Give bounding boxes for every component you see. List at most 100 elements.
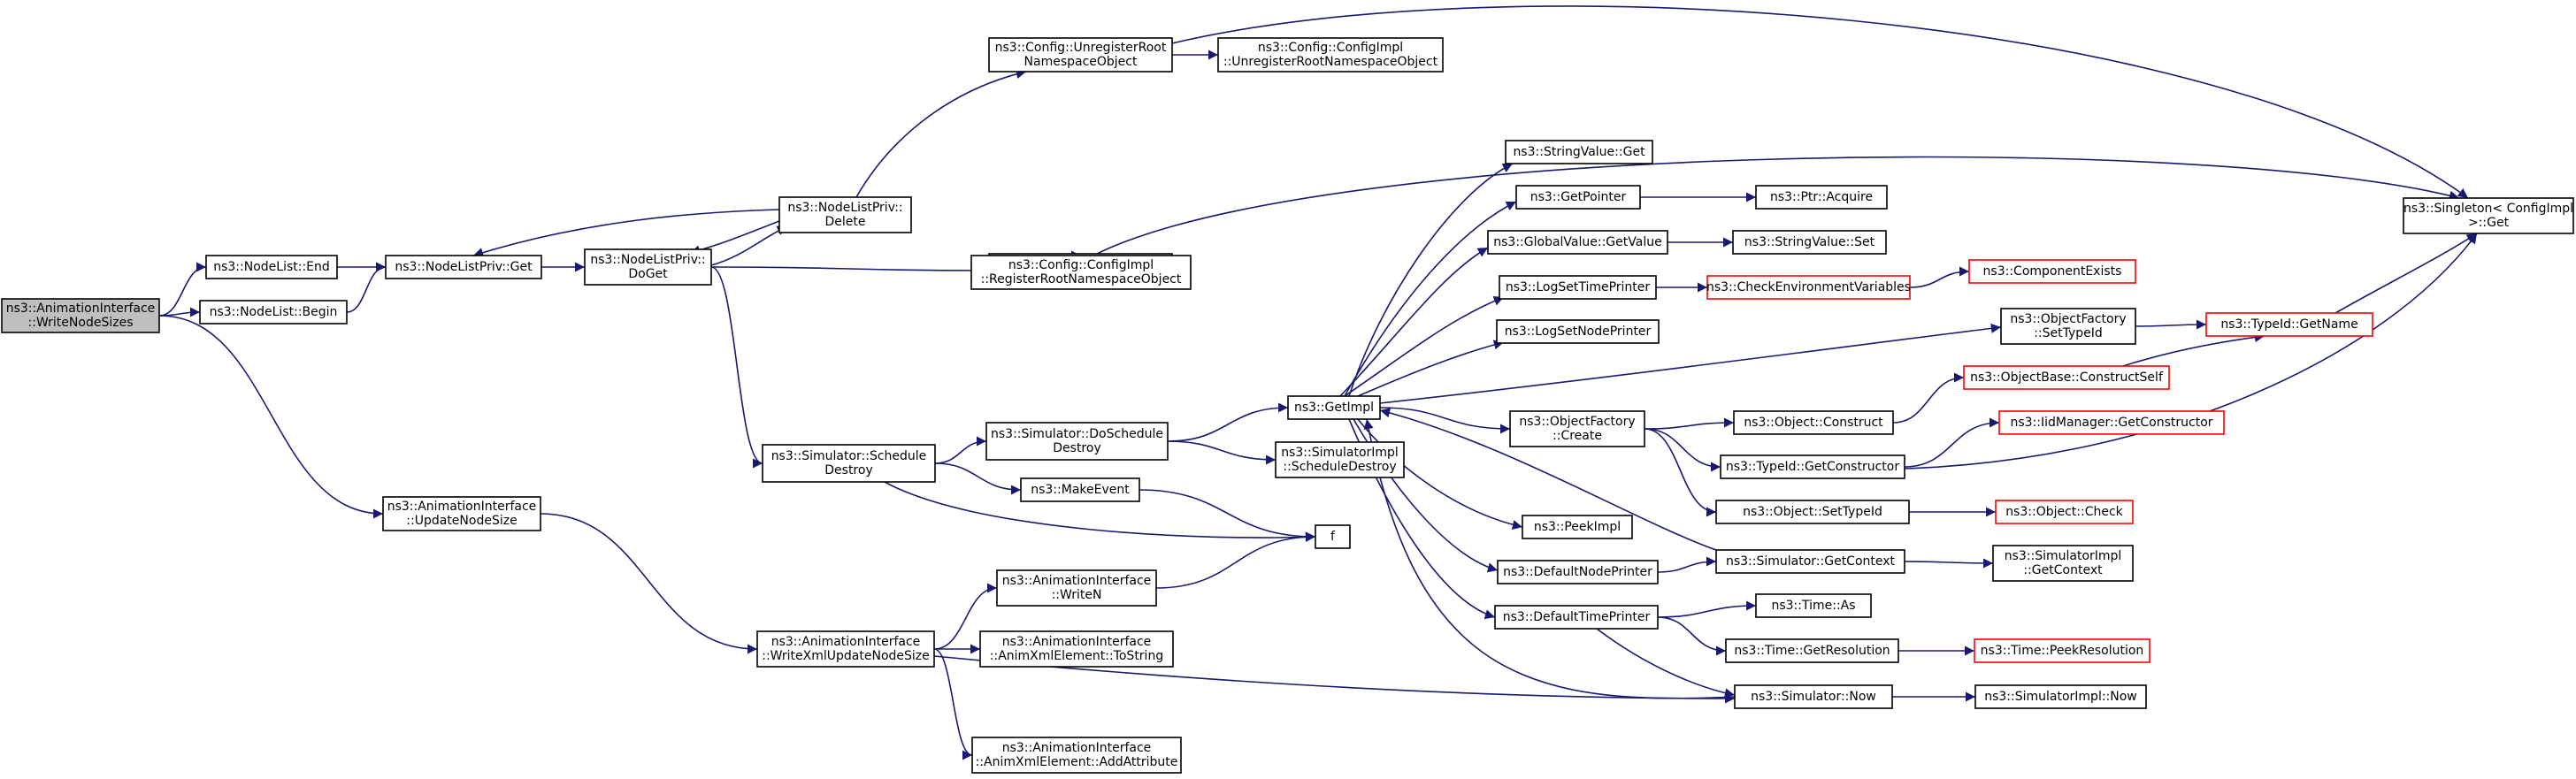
- node-label: Destroy: [824, 463, 872, 477]
- node-animxml_tostring[interactable]: ns3::AnimationInterface::AnimXmlElement:…: [979, 630, 1174, 668]
- node-check_environment_variables[interactable]: ns3::CheckEnvironmentVariables: [1706, 275, 1911, 300]
- edge-get_impl-to-globalvalue_getvalue: [1339, 247, 1489, 397]
- node-object_construct[interactable]: ns3::Object::Construct: [1733, 410, 1894, 435]
- node-box: [1963, 365, 2170, 390]
- node-box: [1715, 500, 1910, 524]
- node-label: ns3::DefaultNodePrinter: [1503, 565, 1652, 579]
- node-box: [1715, 549, 1905, 574]
- node-get_impl[interactable]: ns3::GetImpl: [1287, 395, 1381, 420]
- node-label: ns3::TypeId::GetName: [2220, 317, 2358, 332]
- node-label: ns3::Time::PeekResolution: [1981, 644, 2144, 658]
- node-log_set_node_printer[interactable]: ns3::LogSetNodePrinter: [1496, 319, 1660, 344]
- node-typeid_getname[interactable]: ns3::TypeId::GetName: [2205, 312, 2373, 337]
- node-globalvalue_getvalue[interactable]: ns3::GlobalValue::GetValue: [1487, 230, 1668, 255]
- edge-default_node_printer-to-simulator_getcontext: [1657, 556, 1717, 573]
- node-nodelistpriv_doget[interactable]: ns3::NodeListPriv::DoGet: [584, 248, 712, 286]
- node-component_exists[interactable]: ns3::ComponentExists: [1968, 259, 2136, 284]
- node-label: ns3::GlobalValue::GetValue: [1493, 235, 1661, 249]
- node-default_node_printer[interactable]: ns3::DefaultNodePrinter: [1497, 560, 1659, 584]
- node-stringvalue_get[interactable]: ns3::StringValue::Get: [1505, 140, 1653, 164]
- node-make_event[interactable]: ns3::MakeEvent: [1020, 477, 1140, 502]
- node-update_node_size[interactable]: ns3::AnimationInterface::UpdateNodeSize: [382, 496, 541, 531]
- node-write_n[interactable]: ns3::AnimationInterface::WriteN: [996, 569, 1157, 607]
- node-simulatorimpl_now[interactable]: ns3::SimulatorImpl::Now: [1974, 684, 2147, 709]
- edge-path: [1096, 156, 2460, 255]
- node-objectbase_constructself[interactable]: ns3::ObjectBase::ConstructSelf: [1963, 365, 2170, 390]
- edge-default_time_printer-to-simulator_now: [1596, 628, 1736, 699]
- edge-path: [1904, 417, 2000, 468]
- edge-nodelistpriv_delete-to-config_unregister_root: [855, 69, 1027, 198]
- node-writexml_update_node_size[interactable]: ns3::AnimationInterface::WriteXmlUpdateN…: [756, 630, 935, 668]
- node-simulator_schedule_destroy[interactable]: ns3::Simulator::ScheduleDestroy: [762, 444, 936, 483]
- node-box: [584, 248, 712, 286]
- node-config_unregister_root[interactable]: ns3::Config::UnregisterRootNamespaceObje…: [988, 37, 1173, 73]
- edge-path: [710, 265, 990, 276]
- edge-path: [1657, 600, 1757, 618]
- edge-simulator_doschedule_destroy-to-get_impl: [1167, 402, 1289, 442]
- node-box: [1995, 500, 2134, 524]
- node-configimpl_register_root[interactable]: ns3::Config::ConfigImpl::RegisterRootNam…: [970, 255, 1192, 290]
- node-label: DoGet: [628, 267, 668, 281]
- node-simulatorimpl_getcontext[interactable]: ns3::SimulatorImpl::GetContext: [1992, 545, 2134, 582]
- node-ptr_acquire[interactable]: ns3::Ptr::Acquire: [1755, 185, 1888, 210]
- node-time_peekresolution[interactable]: ns3::Time::PeekResolution: [1974, 638, 2150, 663]
- node-label: ns3::Simulator::Now: [1751, 690, 1876, 704]
- node-nodelistpriv_delete[interactable]: ns3::NodeListPriv::Delete: [778, 196, 912, 233]
- node-time_getresolution[interactable]: ns3::Time::GetResolution: [1725, 638, 1899, 663]
- edge-path: [1344, 295, 1505, 397]
- edge-objectfactory_create-to-object_construct: [1644, 417, 1735, 430]
- nodes-layer: ns3::AnimationInterface::WriteNodeSizesn…: [1, 37, 2574, 774]
- node-get_pointer[interactable]: ns3::GetPointer: [1515, 185, 1641, 210]
- edge-write_node_sizes-to-nodelist_end: [158, 262, 207, 317]
- node-box: [1315, 524, 1351, 549]
- edge-write_n-to-f: [1155, 531, 1316, 589]
- node-configimpl_unregister_root[interactable]: ns3::Config::ConfigImpl::UnregisterRootN…: [1217, 37, 1444, 73]
- node-box: [1725, 638, 1899, 663]
- node-label: ns3::AnimationInterface: [387, 500, 537, 514]
- edge-path: [1155, 531, 1316, 589]
- edge-simulator_getcontext-to-get_impl: [1379, 408, 1717, 551]
- edge-simulator_schedule_destroy-to-make_event: [934, 462, 1022, 495]
- node-simulator_getcontext[interactable]: ns3::Simulator::GetContext: [1715, 549, 1905, 574]
- node-peek_impl[interactable]: ns3::PeekImpl: [1522, 515, 1633, 539]
- node-simulatorimpl_schedule_destroy[interactable]: ns3::SimulatorImpl::ScheduleDestroy: [1275, 441, 1405, 478]
- node-default_time_printer[interactable]: ns3::DefaultTimePrinter: [1494, 605, 1659, 630]
- node-time_as[interactable]: ns3::Time::As: [1755, 593, 1872, 618]
- node-label: NamespaceObject: [1024, 55, 1138, 69]
- node-box: [1734, 684, 1893, 709]
- edge-nodelistpriv_doget-to-config_register_root: [710, 265, 990, 276]
- node-nodelist_begin[interactable]: ns3::NodeList::Begin: [199, 300, 348, 325]
- node-box: [1974, 638, 2150, 663]
- node-object_check[interactable]: ns3::Object::Check: [1995, 500, 2134, 524]
- node-objectfactory_create[interactable]: ns3::ObjectFactory::Create: [1509, 410, 1645, 447]
- node-label: ns3::Object::Check: [2005, 505, 2123, 519]
- node-stringvalue_set[interactable]: ns3::StringValue::Set: [1732, 230, 1887, 255]
- edge-path: [1379, 323, 2002, 404]
- node-animxml_addattribute[interactable]: ns3::AnimationInterface::AnimXmlElement:…: [971, 737, 1182, 774]
- node-label: ns3::SimulatorImpl: [2005, 549, 2122, 563]
- node-box: [1020, 477, 1140, 502]
- node-nodelistpriv_get[interactable]: ns3::NodeListPriv::Get: [385, 255, 542, 279]
- node-label: ns3::ObjectFactory: [1519, 415, 1635, 429]
- node-iidmanager_getconstructor[interactable]: ns3::IidManager::GetConstructor: [1998, 410, 2225, 435]
- node-label: ::RegisterRootNamespaceObject: [981, 272, 1182, 286]
- edge-path: [540, 513, 758, 654]
- node-typeid_getconstructor[interactable]: ns3::TypeId::GetConstructor: [1720, 454, 1905, 479]
- node-box: [1755, 185, 1888, 210]
- node-box: [756, 630, 935, 668]
- node-object_settypeid[interactable]: ns3::Object::SetTypeId: [1715, 500, 1910, 524]
- node-log_set_time_printer[interactable]: ns3::LogSetTimePrinter: [1499, 275, 1657, 300]
- node-label: ns3::Singleton< ConfigImpl: [2404, 202, 2573, 216]
- node-objectfactory_settypeid[interactable]: ns3::ObjectFactory::SetTypeId: [2000, 308, 2136, 345]
- node-write_node_sizes[interactable]: ns3::AnimationInterface::WriteNodeSizes: [1, 298, 160, 333]
- node-label: ns3::SimulatorImpl::Now: [1984, 690, 2137, 704]
- node-f[interactable]: f: [1315, 524, 1351, 549]
- node-box: [1487, 230, 1668, 255]
- edge-simulator_getcontext-to-simulatorimpl_getcontext: [1904, 558, 1994, 569]
- node-simulator_now[interactable]: ns3::Simulator::Now: [1734, 684, 1893, 709]
- edge-typeid_getname-to-singleton_get: [2334, 233, 2478, 314]
- node-nodelist_end[interactable]: ns3::NodeList::End: [205, 255, 338, 279]
- node-label: ns3::CheckEnvironmentVariables: [1706, 280, 1911, 294]
- node-singleton_get[interactable]: ns3::Singleton< ConfigImpl >::Get: [2403, 197, 2574, 234]
